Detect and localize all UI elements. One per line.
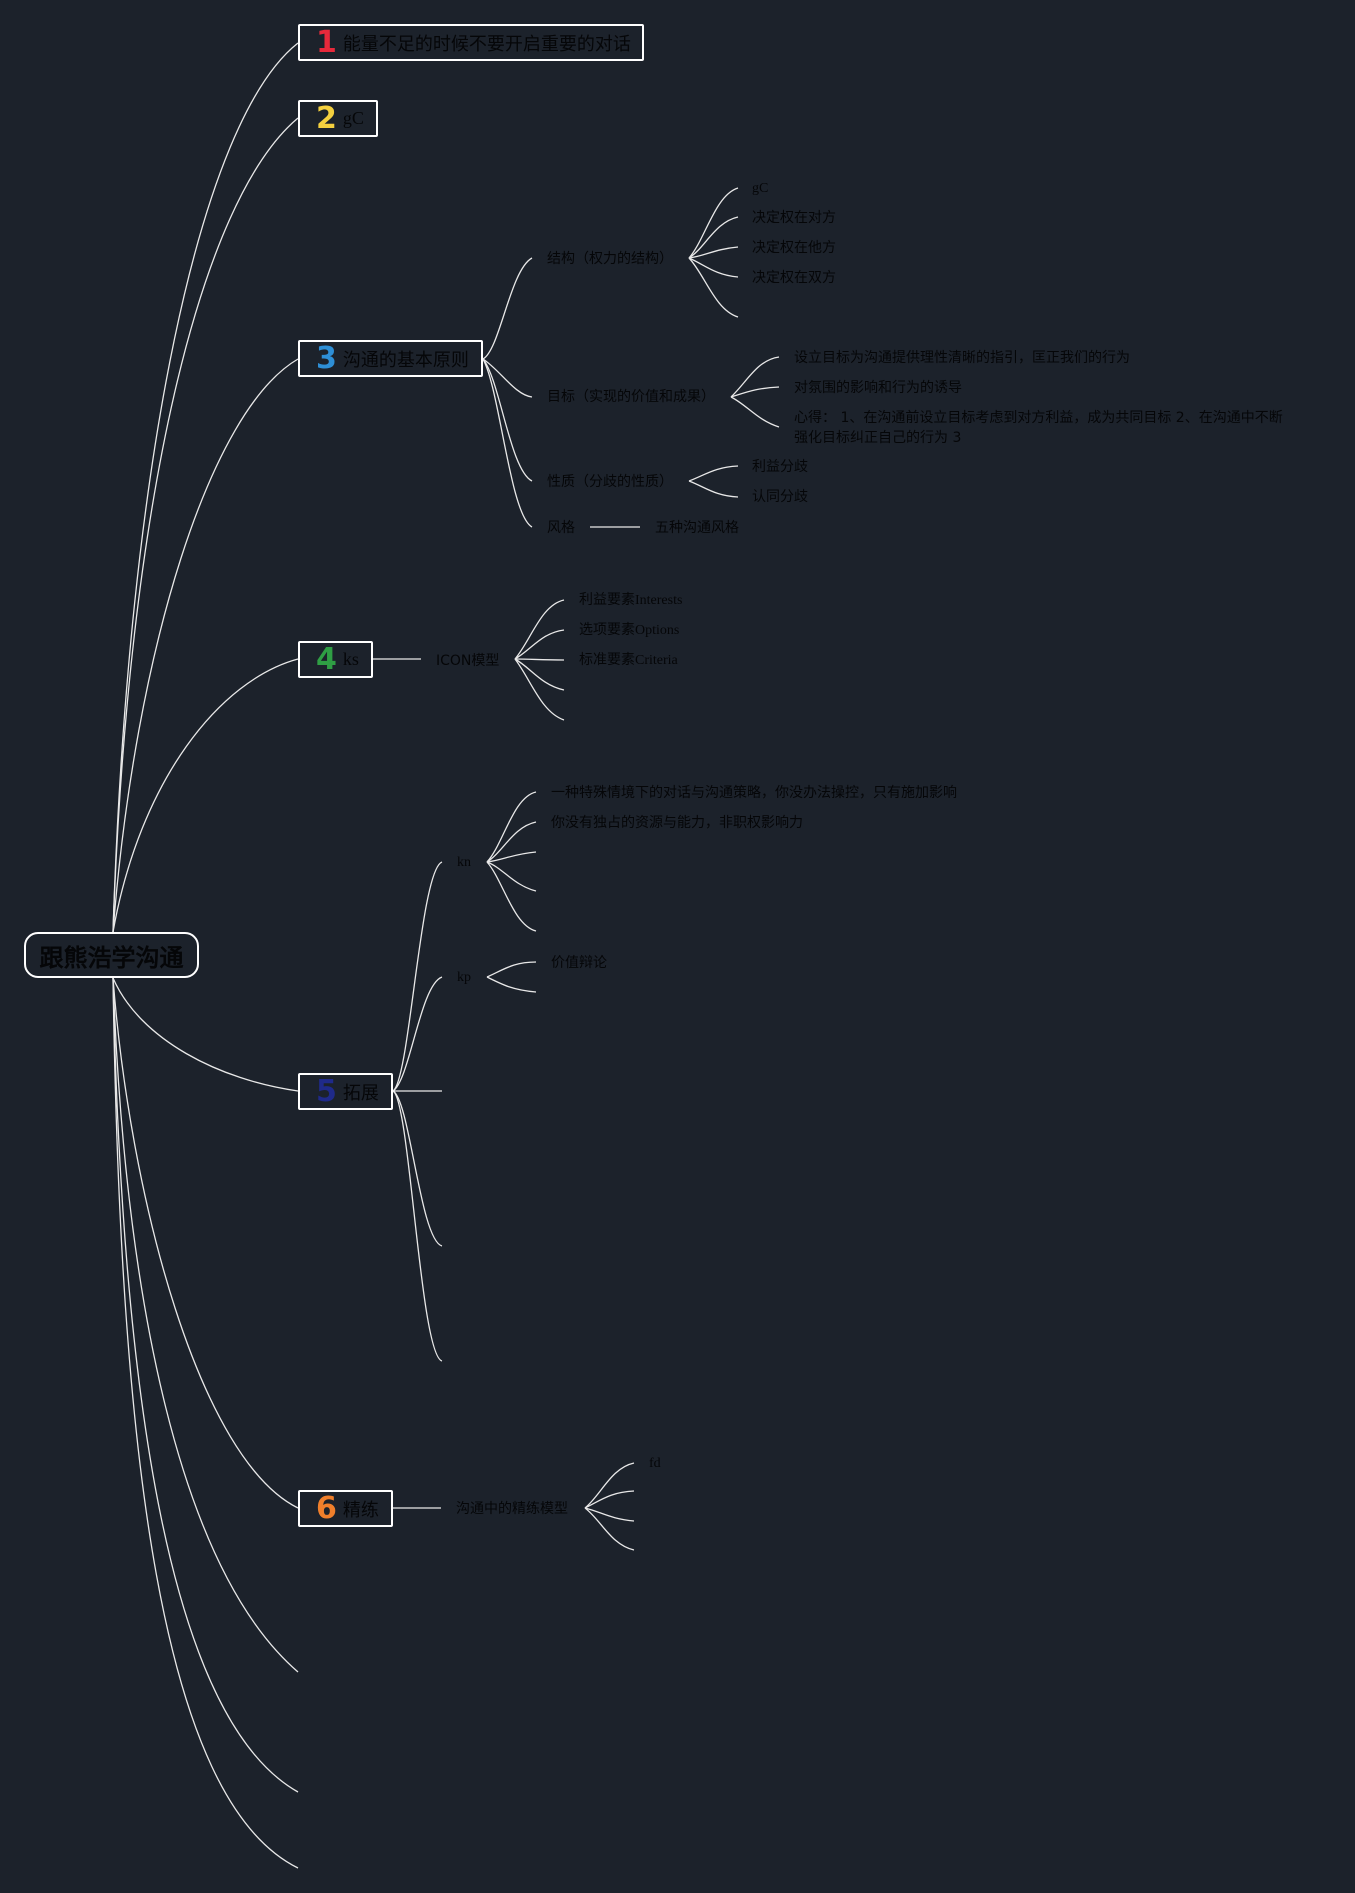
style-child-1[interactable]: 五种沟通风格	[655, 520, 739, 536]
connector-model-c2	[584, 1490, 635, 1509]
topic-6[interactable]: 6 精练	[298, 1490, 393, 1527]
connector-t5-kp	[392, 976, 443, 1092]
connector-kn-c1	[486, 791, 537, 863]
icon-child-2[interactable]: 选项要素Options	[579, 623, 680, 638]
connector-structure-c1	[688, 187, 739, 259]
connector-kn-c5	[486, 861, 537, 932]
structure-child-1[interactable]: gC	[752, 181, 769, 196]
connector-goal-c3	[730, 396, 780, 428]
topic-label: ks	[342, 649, 359, 669]
kn-child-2[interactable]: 你没有独占的资源与能力，非职权影响力	[551, 815, 803, 831]
connector-t3-nature	[482, 358, 533, 482]
subtopic-kp[interactable]: kp	[457, 970, 471, 985]
root-topic[interactable]: 跟熊浩学沟通	[24, 932, 199, 978]
topic-label: gC	[342, 108, 364, 128]
subtopic-refine-model[interactable]: 沟通中的精练模型	[456, 1501, 568, 1517]
connector-root-t6	[112, 977, 299, 1509]
connector-t3-goal	[482, 358, 533, 398]
icon-child-3[interactable]: 标准要素Criteria	[579, 653, 678, 668]
connector-kp-c2	[486, 976, 537, 993]
kp-child-1[interactable]: 价值辩论	[551, 955, 607, 971]
connector-icon-c4	[514, 658, 565, 691]
topic-2[interactable]: 2 gC	[298, 100, 378, 137]
connector-t5-empty-2	[392, 1090, 443, 1247]
subtopic-style[interactable]: 风格	[547, 520, 575, 536]
connector-t5-kn	[392, 861, 443, 1092]
structure-child-3[interactable]: 决定权在他方	[752, 240, 836, 256]
connector-root-empty-1	[112, 977, 299, 1673]
connector-kp-c1	[486, 961, 537, 978]
connector-goal-c2	[730, 386, 780, 398]
icon-child-1[interactable]: 利益要素Interests	[579, 593, 683, 608]
structure-child-4[interactable]: 决定权在双方	[752, 270, 836, 286]
topic-4[interactable]: 4 ks	[298, 641, 373, 678]
nature-child-2[interactable]: 认同分歧	[752, 489, 808, 505]
connector-root-t1	[112, 42, 299, 933]
connector-icon-c2	[514, 629, 565, 660]
connector-model-c4	[584, 1507, 635, 1551]
topic-label: 能量不足的时候不要开启重要的对话	[342, 33, 631, 55]
connector-icon-c3	[514, 658, 565, 661]
refine-model-child-1[interactable]: fd	[649, 1456, 661, 1471]
connector-kn-c3	[486, 851, 537, 863]
subtopic-goal[interactable]: 目标（实现的价值和成果）	[547, 389, 715, 405]
nature-child-1[interactable]: 利益分歧	[752, 459, 808, 475]
connector-model-c3	[584, 1507, 635, 1522]
connector-nature-c2	[688, 480, 739, 498]
connector-model-c1	[584, 1462, 635, 1509]
connector-root-t2	[112, 117, 299, 933]
topic-3[interactable]: 3 沟通的基本原则	[298, 340, 483, 377]
connector-structure-c3	[688, 246, 739, 259]
subtopic-structure[interactable]: 结构（权力的结构）	[547, 251, 673, 267]
topic-number: 2	[316, 100, 337, 136]
topic-number: 5	[316, 1073, 337, 1109]
topic-1[interactable]: 1 能量不足的时候不要开启重要的对话	[298, 24, 644, 61]
goal-child-1[interactable]: 设立目标为沟通提供理性清晰的指引，匡正我们的行为	[794, 350, 1130, 366]
topic-number: 4	[316, 641, 337, 677]
topic-number: 1	[316, 24, 337, 60]
kn-child-1[interactable]: 一种特殊情境下的对话与沟通策略，你没办法操控，只有施加影响	[551, 785, 957, 801]
connector-kn-c2	[486, 821, 537, 863]
goal-child-2[interactable]: 对氛围的影响和行为的诱导	[794, 380, 962, 396]
connector-nature-c1	[688, 465, 739, 482]
connector-root-t3	[112, 358, 299, 933]
connector-t3-structure	[482, 257, 533, 360]
subtopic-kn[interactable]: kn	[457, 855, 471, 870]
connector-icon-c5	[514, 658, 565, 721]
connector-structure-c5	[688, 257, 739, 318]
connector-t3-style	[482, 358, 533, 528]
connector-icon-c1	[514, 599, 565, 660]
topic-number: 3	[316, 340, 337, 376]
subtopic-nature[interactable]: 性质（分歧的性质）	[547, 474, 673, 490]
topic-5[interactable]: 5 拓展	[298, 1073, 393, 1110]
connector-structure-c4	[688, 257, 739, 278]
connector-root-empty-2	[112, 977, 299, 1793]
goal-child-3[interactable]: 心得： 1、在沟通前设立目标考虑到对方利益，成为共同目标 2、在沟通中不断强化目…	[794, 410, 1283, 446]
connector-t5-empty-3	[392, 1090, 443, 1362]
connector-root-t4	[112, 658, 299, 933]
connector-goal-c1	[730, 356, 780, 398]
connector-root-t5	[112, 977, 299, 1092]
structure-child-2[interactable]: 决定权在对方	[752, 210, 836, 226]
topic-label: 拓展	[342, 1082, 379, 1104]
subtopic-icon-model[interactable]: ICON模型	[436, 653, 500, 669]
topic-number: 6	[316, 1490, 337, 1526]
topic-label: 精练	[342, 1499, 379, 1521]
connector-root-empty-3	[112, 977, 299, 1869]
topic-label: 沟通的基本原则	[342, 349, 469, 371]
connector-structure-c2	[688, 216, 739, 259]
connector-kn-c4	[486, 861, 537, 892]
